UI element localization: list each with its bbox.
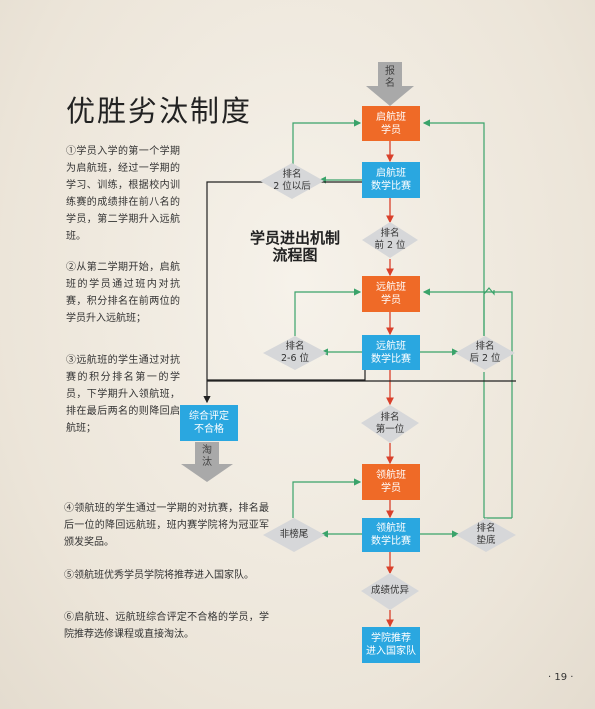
flow-title: 学员进出机制 流程图	[249, 229, 340, 264]
paragraph-1: ①学员入学的第一个学期为启航班，经过一学期的学习、训练，根据校内训练赛的成绩排在…	[66, 146, 180, 242]
feedback-arrows	[292, 119, 513, 538]
linghang-match-box: 领航班 数学比赛	[362, 518, 420, 552]
decision-rank-2-6: 排名 2-6 位	[280, 341, 310, 364]
decision-excellent: 成绩优异	[370, 585, 409, 596]
decision-not-last: 非榜尾	[279, 529, 309, 540]
paragraph-2: ②从第二学期开始，启航班的学员通过班内对抗赛，积分排名在前两位的学员升入远航班；	[66, 262, 180, 324]
entry-arrow	[366, 62, 414, 106]
paragraph-6: ⑥启航班、远航班综合评定不合格的学员，学院推荐选修课程或直接淘汰。	[64, 612, 269, 640]
paragraph-4: ④领航班的学生通过一学期的对抗赛，排名最后一位的降回远航班，班内赛学院将为冠亚军…	[64, 503, 269, 548]
national-team-box: 学院推荐 进入国家队	[362, 627, 420, 663]
qihang-student-box: 启航班 学员	[362, 106, 420, 141]
page-number: · 19 ·	[548, 672, 574, 683]
exit-label: 淘 汰	[202, 445, 212, 468]
decision-bottom: 排名 垫底	[476, 523, 496, 546]
yuanhang-student-box: 远航班 学员	[362, 276, 420, 312]
decision-top2: 排名 前 2 位	[374, 228, 406, 251]
paragraph-5: ⑤领航班优秀学员学院将推荐进入国家队。	[64, 570, 254, 581]
paragraph-3: ③远航班的学生通过对抗赛的积分排名第一的学员，下学期升入领航班，排在最后两名的则…	[66, 355, 180, 434]
exit-arrow	[181, 442, 233, 482]
decision-last2: 排名 后 2 位	[469, 341, 501, 364]
page-title: 优胜劣汰制度	[66, 94, 253, 128]
linghang-student-box: 领航班 学员	[362, 464, 420, 500]
yuanhang-match-box: 远航班 数学比赛	[362, 335, 420, 370]
eval-fail-box: 综合评定 不合格	[180, 405, 238, 441]
entry-label: 报 名	[385, 66, 395, 89]
decision-below2: 排名 2 位以后	[273, 169, 311, 192]
decision-diamonds	[260, 163, 516, 610]
decision-first: 排名 第一位	[375, 412, 405, 435]
qihang-match-box: 启航班 数学比赛	[362, 162, 420, 198]
